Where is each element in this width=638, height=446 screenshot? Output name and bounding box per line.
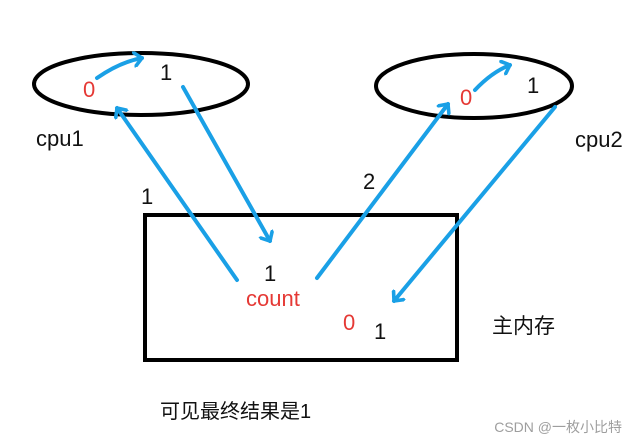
cpu1-register-updated: 1 bbox=[160, 60, 172, 85]
main-memory-label: 主内存 bbox=[492, 315, 555, 338]
cpu2-label: cpu2 bbox=[575, 127, 623, 152]
cpu1-read-order-label: 1 bbox=[141, 184, 153, 209]
memory-initial-value: 0 bbox=[343, 310, 355, 335]
memory-variable-name: count bbox=[246, 286, 300, 311]
cpu2-write-back-arrow bbox=[394, 105, 557, 303]
main-memory-box bbox=[143, 213, 459, 362]
cpu2-register-updated: 1 bbox=[527, 73, 539, 98]
cpu1-register-initial: 0 bbox=[83, 77, 95, 102]
cpu2-register-initial: 0 bbox=[460, 85, 472, 110]
memory-value-from-cpu2: 1 bbox=[374, 319, 386, 344]
watermark-text: CSDN @一枚小比特 bbox=[494, 419, 622, 435]
cpu1-read-arrow bbox=[117, 106, 239, 282]
cpu1-cache-ellipse bbox=[32, 51, 250, 117]
cpu2-register-update-arrow bbox=[473, 65, 512, 92]
cpu1-write-back-arrow bbox=[181, 85, 270, 243]
memory-value-from-cpu1: 1 bbox=[264, 261, 276, 286]
conclusion-text: 可见最终结果是1 bbox=[160, 400, 311, 423]
cpu2-cache-ellipse bbox=[374, 52, 574, 120]
cpu1-label: cpu1 bbox=[36, 126, 84, 151]
cpu2-read-arrow bbox=[315, 102, 448, 280]
cpu1-register-update-arrow bbox=[95, 58, 144, 80]
cpu2-read-order-label: 2 bbox=[363, 169, 375, 194]
